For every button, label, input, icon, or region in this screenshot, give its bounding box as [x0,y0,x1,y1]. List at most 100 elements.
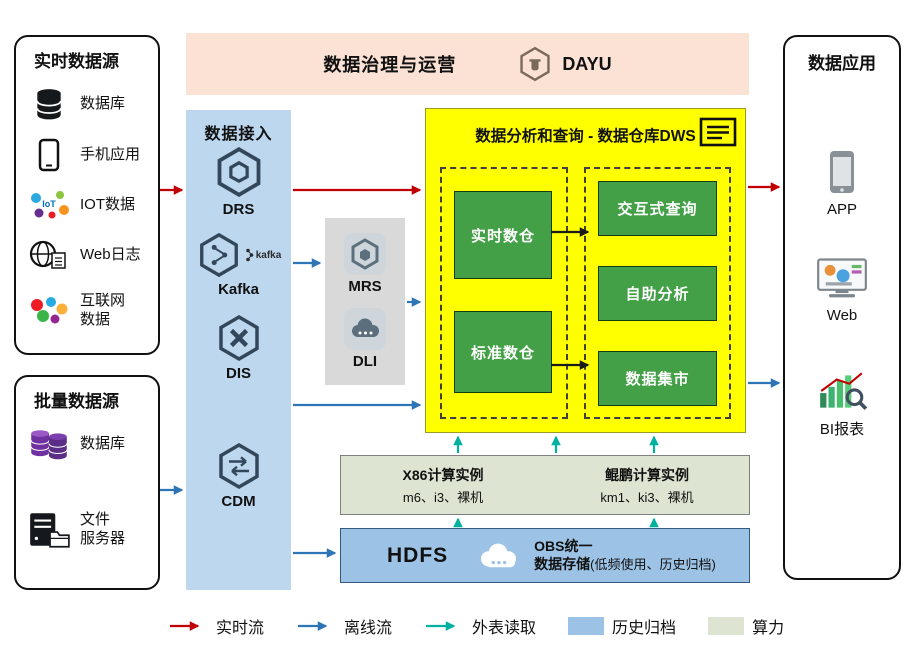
legend: 实时流 离线流 外表读取 历史归档 算力 [168,614,784,638]
data-applications-title: 数据应用 [808,54,876,73]
dayu-icon [516,45,554,83]
warehouse-group: 实时数仓 标准数仓 [440,167,568,419]
realtime-warehouse-label: 实时数仓 [470,227,535,245]
dli-icon [343,307,387,351]
self-service-analysis-box: 自助分析 [598,266,717,321]
realtime-warehouse-box: 实时数仓 [454,191,552,279]
interactive-query-label: 交互式查询 [617,201,698,218]
service-kafka: kafka Kafka [186,232,291,298]
archive-swatch [568,617,605,635]
legend-external-read: 外表读取 [424,614,536,638]
compute-swatch [708,617,745,635]
cdm-icon [215,442,263,490]
interactive-query-box: 交互式查询 [598,181,717,236]
dayu-label: DAYU [562,53,612,74]
web-monitor-icon [816,257,868,301]
ingestion-title: 数据接入 [204,126,273,143]
drs-icon [213,146,265,198]
legend-compute-power: 算力 [708,614,784,638]
source-label: IOT数据 [80,195,135,213]
source-item-internet: 互联网 数据 [24,283,154,339]
source-label: 数据库 [80,94,126,112]
self-service-analysis-label: 自助分析 [625,286,690,303]
legend-label: 实时流 [216,620,265,637]
cdm-label: CDM [221,493,256,510]
standard-warehouse-box: 标准数仓 [454,311,552,393]
legend-label: 历史归档 [612,620,677,637]
kunpeng-compute-title: 鲲鹏计算实例 [605,466,689,483]
middleware-box: MRS DLI [325,218,405,385]
app-label: APP [826,201,857,218]
teal-arrow-icon [426,621,456,631]
bi-report-icon [816,370,868,412]
source-item-file-server: 文件 服务器 [24,499,154,561]
kafka-label: Kafka [218,281,259,298]
legend-offline-flow: 离线流 [296,614,392,638]
mobile-phone-icon [24,138,74,172]
hdfs-label: HDFS [387,543,449,567]
kafka-logo-text: kafka [255,249,282,261]
data-mart-label: 数据集市 [625,371,690,388]
obs-text: OBS统一 数据存储(低频使用、历史归档) [534,537,716,574]
dws-analytics-box: 数据分析和查询 - 数据仓库DWS 实时数仓 标准数仓 交互式查询 [425,108,746,433]
app-phone-icon [827,149,857,195]
service-dli: DLI [343,307,387,370]
kunpeng-compute-desc: km1、ki3、裸机 [600,489,694,505]
source-item-database: 数据库 [24,81,154,127]
dis-label: DIS [225,365,251,382]
internet-data-icon [24,295,74,327]
source-item-weblog: Web日志 [24,233,154,277]
iot-icon: IoT [24,189,74,221]
source-label: 互联网 数据 [80,292,126,328]
standard-warehouse-label: 标准数仓 [470,344,535,362]
batch-sources-title: 批量数据源 [34,392,119,411]
storage-box: HDFS OBS统一 数据存储(低频使用、历史归档) [340,528,750,583]
red-arrow-icon [170,621,200,631]
x86-compute-title: X86计算实例 [402,466,484,483]
dws-title: 数据分析和查询 - 数据仓库DWS [475,128,696,145]
x86-compute-desc: m6、i3、裸机 [402,489,484,505]
source-label: 数据库 [80,434,126,452]
web-log-icon [24,239,74,271]
app-item-mobile: APP [785,149,899,218]
data-ingestion-column: 数据接入 DRS [186,110,291,590]
source-item-database-batch: 数据库 [24,417,154,471]
dws-header: 数据分析和查询 - 数据仓库DWS [426,109,745,161]
service-cdm: CDM [186,442,291,510]
app-item-bi: BI报表 [785,370,899,439]
obs-cloud-icon [472,538,524,572]
obs-line1: OBS统一 [534,537,593,554]
batch-sources-panel: 批量数据源 数据库 [14,375,160,590]
kafka-logo: kafka [245,248,282,262]
source-label: 手机应用 [80,145,141,163]
analytics-services-group: 交互式查询 自助分析 数据集市 [584,167,731,419]
svg-text:IoT: IoT [42,199,56,209]
legend-archive: 历史归档 [568,614,676,638]
bi-label: BI报表 [819,421,865,438]
obs-note: (低频使用、历史归档) [590,557,716,573]
app-item-web: Web [785,257,899,324]
file-server-icon [24,511,74,549]
blue-arrow-icon [298,621,328,631]
database-icon [24,87,74,121]
dli-label: DLI [352,353,378,370]
source-item-iot: IoT IOT数据 [24,183,154,227]
service-drs: DRS [186,146,291,218]
compute-instances-box: X86计算实例 m6、i3、裸机 鲲鹏计算实例 km1、ki3、裸机 [340,455,750,515]
source-item-mobile: 手机应用 [24,133,154,177]
legend-realtime-flow: 实时流 [168,614,264,638]
service-mrs: MRS [343,232,387,295]
data-mart-box: 数据集市 [598,351,717,406]
governance-banner: 数据治理与运营 DAYU [186,33,749,95]
service-dis: DIS [186,314,291,382]
dayu-brand: DAYU [516,45,612,83]
document-icon [698,116,738,148]
legend-label: 算力 [752,620,785,637]
legend-label: 离线流 [344,620,393,637]
dis-icon [215,314,263,362]
database-purple-icon [24,425,74,463]
source-label: 文件 服务器 [80,511,126,547]
obs-line2: 数据存储 [534,556,591,573]
drs-label: DRS [222,201,255,218]
